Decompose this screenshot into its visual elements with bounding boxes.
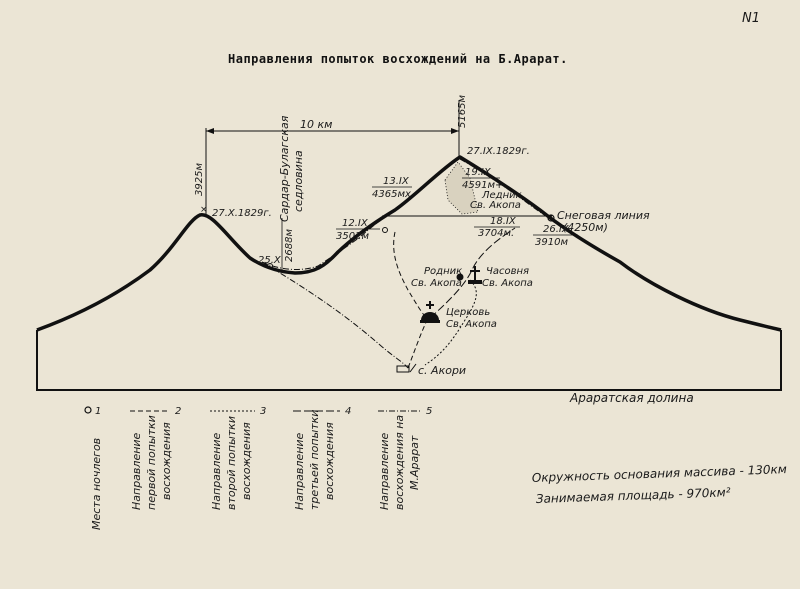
camp-12-date: 12.IX <box>342 218 369 229</box>
legend-text-2b: первой попытки <box>145 415 158 510</box>
legend-text-5c: М.Арарат <box>408 435 421 490</box>
route-little-ararat <box>261 261 409 369</box>
legend-num-2: 2 <box>175 406 181 417</box>
camp-19-date: 19.IX <box>465 167 492 178</box>
camp-18-date: 18.IX <box>490 216 517 227</box>
page-number: N1 <box>742 11 760 26</box>
camp-12-height: 3502м <box>336 231 369 242</box>
note-area: Занимаемая площадь - 970км² <box>536 485 731 506</box>
legend-text-4a: Направление <box>293 432 306 510</box>
route-first-attempt <box>393 231 429 319</box>
village-icon <box>396 365 410 373</box>
camp-13-height: 4365мх <box>372 189 411 200</box>
camp-19-height: 4591м+ <box>462 180 503 191</box>
legend-num-4: 4 <box>345 406 351 417</box>
chapel-icon <box>468 280 482 284</box>
church-cross-icon <box>426 301 434 309</box>
snow-line-line2: (4250м) <box>563 221 608 234</box>
snow-line-line1: Снеговая линия <box>557 209 650 222</box>
camp-18-height: 3704м. <box>478 228 514 239</box>
spring-line1: Родник <box>424 266 462 277</box>
legend-num-5: 5 <box>426 406 432 417</box>
camp-marker-26 <box>547 214 555 222</box>
saddle-date: 25.X <box>258 255 282 266</box>
route-village-church <box>407 317 429 369</box>
diagram-title: Направления попыток восхождений на Б.Ара… <box>228 52 568 66</box>
spring-icon <box>456 273 464 281</box>
distance-label: 10 км <box>300 118 332 131</box>
legend-text-2a: Направление <box>130 432 143 510</box>
chapel-line2: Св. Акопа <box>482 278 533 289</box>
legend-text-5b: восхождения на <box>393 415 406 510</box>
left-peak-date: 27.X.1829г. <box>212 208 272 219</box>
mountain-profile-line <box>36 155 782 332</box>
left-peak-marker: × <box>200 205 208 215</box>
camp-26-date: 26.IX <box>543 224 570 235</box>
legend-text-3b: второй попытки <box>225 416 238 510</box>
legend-text-3c: восхождения <box>240 422 253 500</box>
saddle-height: 2688м <box>284 229 295 262</box>
note-circumference: Окружность основания массива - 130км <box>532 462 787 485</box>
saddle-name-line2: седловина <box>292 150 305 212</box>
church-line2: Св. Акопа <box>446 319 497 330</box>
legend-num-1: 1 <box>95 406 101 417</box>
spring-line2: Св. Акопа <box>411 278 462 289</box>
church-base <box>420 320 440 323</box>
legend-text-4c: восхождения <box>323 422 336 500</box>
legend-text-3a: Направление <box>210 432 223 510</box>
village-label: с. Акори <box>418 364 466 377</box>
legend-text-2c: восхождения <box>160 422 173 500</box>
church-icon <box>421 312 439 320</box>
chapel-cross-icon <box>470 266 480 280</box>
camp-marker-12 <box>382 227 388 233</box>
valley-label: Араратская долина <box>569 391 694 405</box>
village-pointer <box>409 363 417 373</box>
route-third-attempt <box>429 227 516 319</box>
legend-num-3: 3 <box>260 406 266 417</box>
summit-date: 27.IX.1829г. <box>467 146 530 157</box>
glacier-line1: Ледник <box>481 190 522 201</box>
camp-13-date: 13.IX <box>383 176 410 187</box>
left-peak-height: 3925м <box>194 163 205 196</box>
profile-frame <box>36 330 782 391</box>
legend-text-4b: третьей попытки <box>308 410 321 510</box>
route-second-attempt <box>424 279 477 366</box>
summit-height: 5165м <box>457 95 468 128</box>
chapel-line1: Часовня <box>486 266 529 277</box>
camp-marker-saddle <box>267 263 273 269</box>
camp-26-height: 3910м <box>535 237 568 248</box>
saddle-name-line1: Сардар-Булагская <box>278 115 291 222</box>
church-line1: Церковь <box>446 307 490 318</box>
glacier-area <box>444 161 479 215</box>
glacier-line2: Св. Акопа <box>470 200 521 211</box>
legend-text-5a: Направление <box>378 432 391 510</box>
legend-symbol-1 <box>84 406 92 414</box>
legend-text-1: Места ночлегов <box>90 438 103 530</box>
